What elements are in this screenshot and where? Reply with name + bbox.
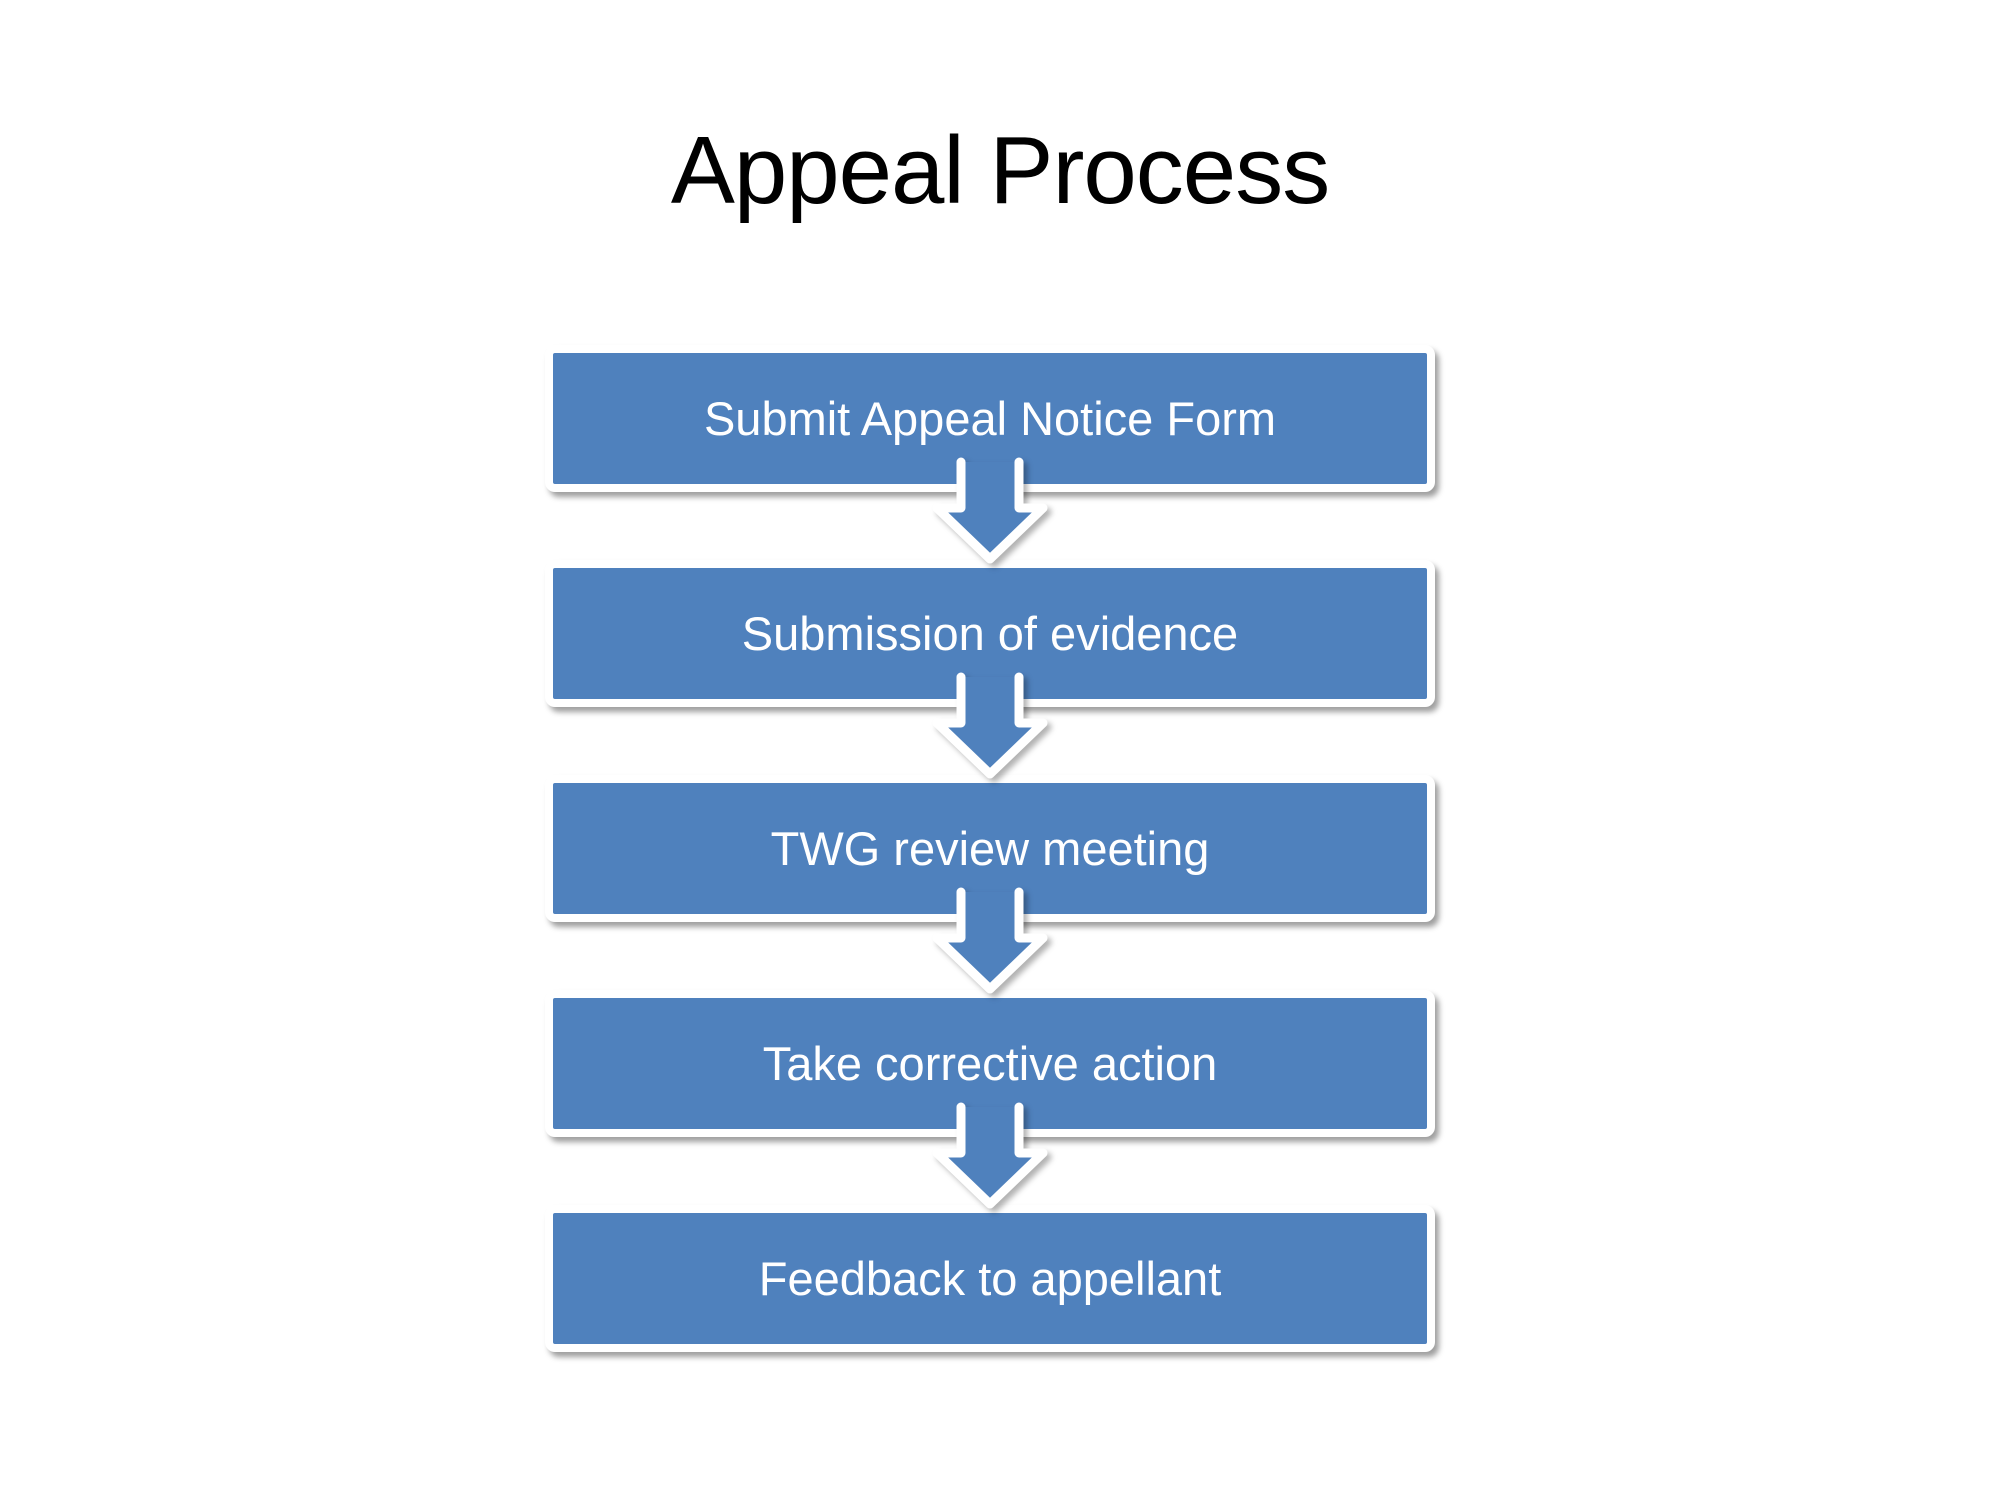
- page-title: Appeal Process: [670, 117, 1330, 224]
- flow-step-label: Take corrective action: [762, 1037, 1218, 1090]
- flow-step-label: TWG review meeting: [770, 822, 1210, 875]
- down-arrow-icon: [932, 887, 1048, 994]
- flow-step-label: Feedback to appellant: [758, 1252, 1222, 1305]
- flow-step-label: Submit Appeal Notice Form: [703, 392, 1277, 445]
- down-arrow-icon: [932, 457, 1048, 564]
- flow-step-label: Submission of evidence: [741, 607, 1239, 660]
- flow-step-feedback-to-appellant: Feedback to appellant: [545, 1205, 1435, 1352]
- down-arrow-icon: [932, 672, 1048, 779]
- down-arrow-icon: [932, 1102, 1048, 1209]
